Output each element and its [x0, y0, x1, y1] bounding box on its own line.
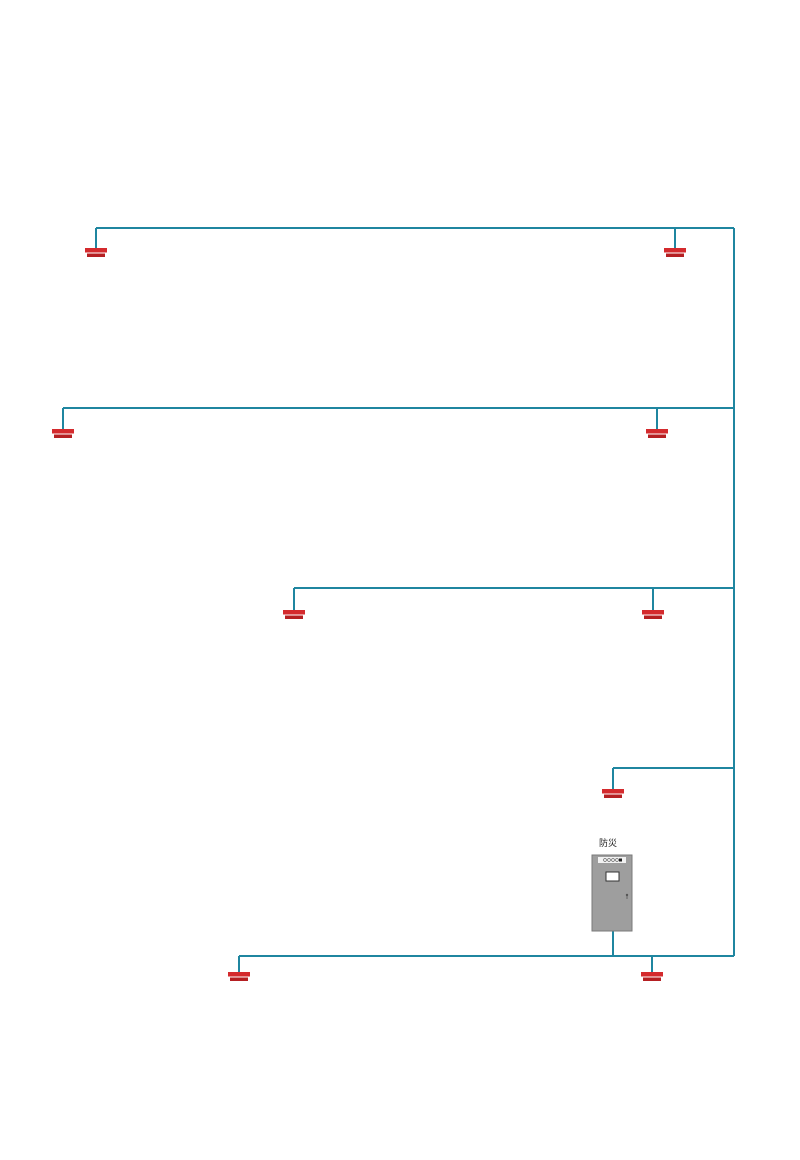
- smoke-detector-icon: [52, 429, 74, 438]
- fire-control-panel-icon: [591, 854, 633, 932]
- branch-5: [238, 931, 734, 972]
- smoke-detector-icon: [228, 972, 250, 981]
- panel-label: 防災: [599, 837, 617, 849]
- branch-1: [95, 227, 734, 248]
- smoke-detector-icon: [602, 789, 624, 798]
- branch-4: [612, 767, 734, 789]
- smoke-detector-icon: [283, 610, 305, 619]
- smoke-detector-icon: [85, 248, 107, 257]
- branch-2: [62, 407, 734, 429]
- smoke-detector-icon: [642, 610, 664, 619]
- smoke-detector-icon: [664, 248, 686, 257]
- branch-3: [293, 587, 734, 610]
- smoke-detector-icon: [641, 972, 663, 981]
- smoke-detector-icon: [646, 429, 668, 438]
